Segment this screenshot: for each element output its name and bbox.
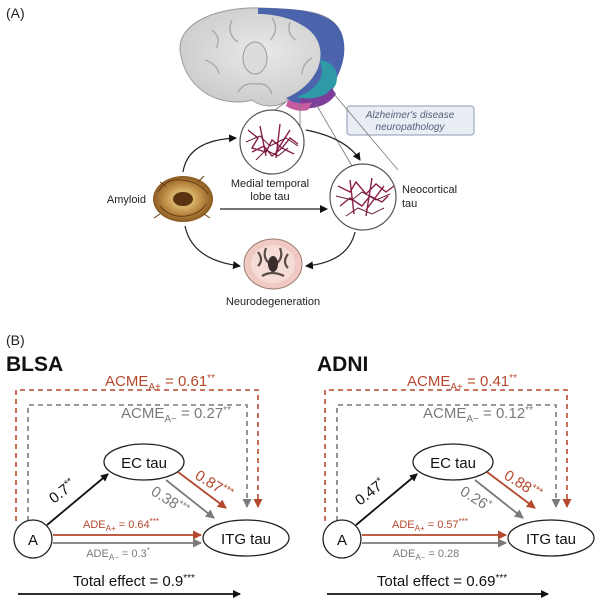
adni-ec-tau-node [412, 443, 494, 481]
arrow-mtl-to-neocortical [305, 129, 361, 161]
arrow-neocortical-to-neurodegeneration [305, 231, 356, 270]
blsa-a-label: A [28, 532, 38, 549]
adni-ade-neg-label: ADEA− = 0.28 [393, 548, 460, 562]
arrow-amyloid-to-mtl [182, 134, 237, 173]
mtl-tau-label-1: Medial temporal [231, 178, 309, 190]
blsa-ec-to-itg-neg-arrow [165, 479, 215, 519]
adni-acme-pos-path [324, 389, 572, 521]
ad-neuropathology-box: Alzheimer's disease neuropathology [346, 105, 475, 136]
adni-acme-neg-label: ACMEA− = 0.12** [423, 405, 533, 425]
blsa-acme-pos-label: ACMEA+ = 0.61** [105, 373, 215, 393]
adni-itg-tau-label: ITG tau [526, 531, 576, 548]
blsa-total-effect-label: Total effect = 0.9*** [73, 573, 195, 590]
adni-total-effect-label: Total effect = 0.69*** [377, 573, 507, 590]
blsa-a-node [13, 519, 53, 559]
neocortical-tau-label-1: Neocortical [402, 184, 457, 196]
neocortical-tau-label-2: tau [402, 198, 417, 210]
blsa-ade-pos-label: ADEA+ = 0.64*** [83, 517, 159, 533]
panel-b-label: (B) [6, 332, 25, 348]
adni-a-to-ec-label: 0.47* [352, 475, 389, 509]
adni-acme-neg-path [336, 404, 561, 521]
blsa-itg-tau-label: ITG tau [221, 531, 271, 548]
adni-ec-to-itg-neg-arrow [474, 479, 524, 519]
amyloid-label: Amyloid [107, 194, 146, 206]
panel-a-arrows [182, 129, 361, 270]
blsa-mediation-diagram: BLSA ACMEA+ = 0.61** ACMEA− = 0.27** EC … [6, 353, 290, 598]
blsa-acme-neg-label: ACMEA− = 0.27** [121, 405, 231, 425]
adni-a-to-ec-arrow [355, 473, 418, 526]
adni-ade-pos-label: ADEA+ = 0.57*** [392, 517, 468, 533]
blsa-ec-to-itg-pos-arrow [177, 471, 227, 509]
arrow-amyloid-to-neurodegeneration [184, 225, 241, 270]
adni-acme-pos-label: ACMEA+ = 0.41** [407, 373, 517, 393]
adni-a-node [322, 519, 362, 559]
blsa-ec-to-itg-pos-label: 0.87*** [192, 467, 236, 503]
adni-ec-tau-label: EC tau [430, 455, 476, 472]
adni-ec-to-itg-pos-label: 0.88*** [501, 467, 545, 503]
adni-itg-tau-node [507, 519, 595, 557]
adni-ec-to-itg-neg-label: 0.26* [457, 483, 494, 515]
blsa-ec-tau-node [103, 443, 185, 481]
brain-section-illustration [179, 7, 345, 111]
neurodegeneration-label: Neurodegeneration [226, 296, 320, 308]
adni-a-label: A [337, 532, 347, 549]
blsa-acme-pos-path [15, 389, 263, 521]
neurodegeneration-illustration [243, 238, 303, 290]
adni-title: ADNI [317, 353, 368, 376]
blsa-a-to-ec-arrow [46, 473, 109, 526]
ad-box-line-1: Alzheimer's disease [365, 110, 455, 121]
blsa-acme-neg-path [27, 404, 252, 521]
blsa-itg-tau-node [202, 519, 290, 557]
mtl-tau-node [239, 109, 305, 175]
blsa-ec-tau-label: EC tau [121, 455, 167, 472]
panel-a-label: (A) [6, 5, 25, 21]
amyloid-plaque-illustration [153, 175, 213, 222]
adni-ec-to-itg-pos-arrow [486, 471, 536, 509]
adni-mediation-diagram: ADNI ACMEA+ = 0.41** ACMEA− = 0.12** EC … [317, 353, 595, 598]
neocortical-tau-node [329, 163, 397, 231]
blsa-ade-neg-label: ADEA− = 0.3* [86, 546, 150, 562]
ad-box-line-2: neuropathology [376, 122, 446, 133]
mtl-tau-label-2: lobe tau [250, 191, 289, 203]
blsa-ec-to-itg-neg-label: 0.38*** [148, 483, 192, 519]
blsa-title: BLSA [6, 353, 63, 376]
